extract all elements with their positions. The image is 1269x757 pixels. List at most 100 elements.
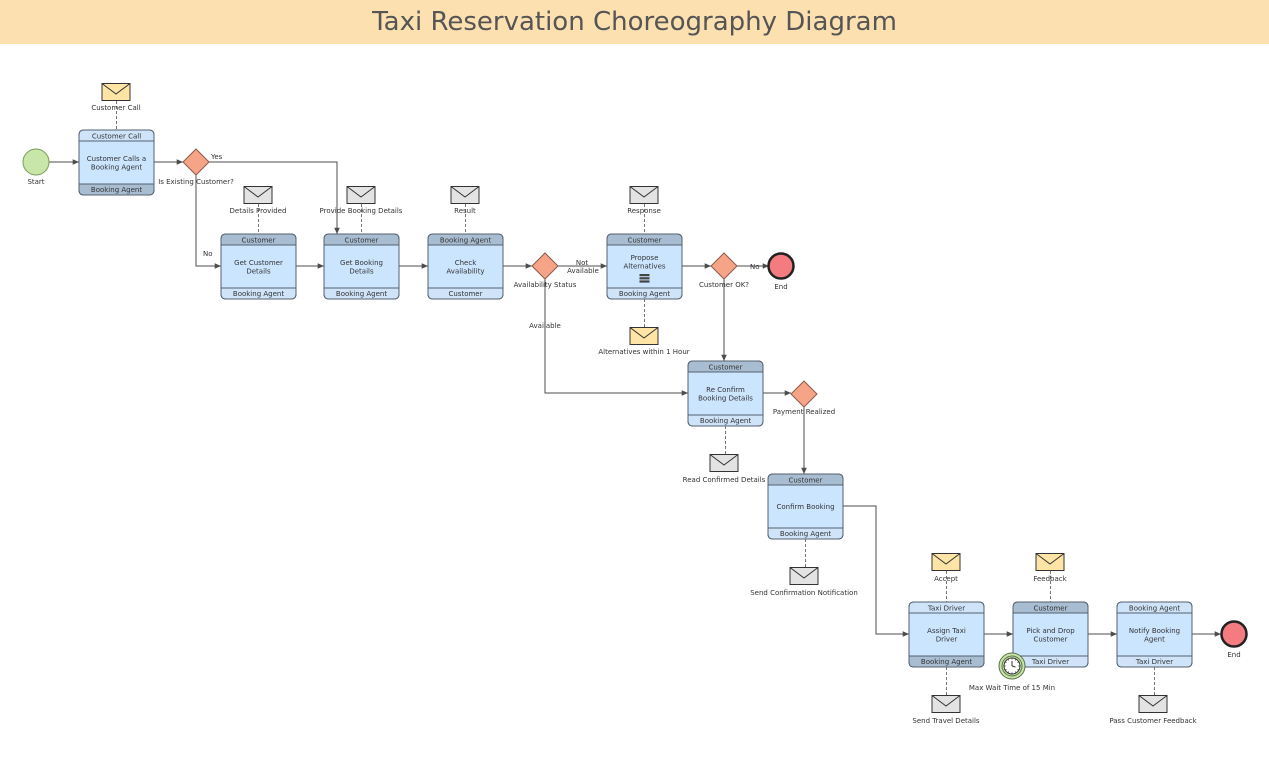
task-participant-label: Booking Agent	[233, 290, 284, 298]
message-label-m8: Send Confirmation Notification	[750, 589, 858, 597]
task-top-band	[220, 233, 297, 246]
svg-text:Details: Details	[349, 267, 374, 275]
task-initiator-label: Customer	[708, 364, 742, 372]
task-participant-label: Taxi Driver	[1031, 658, 1069, 666]
message-label-m12: Pass Customer Feedback	[1109, 717, 1197, 725]
end-event-end1	[767, 252, 795, 280]
flow-label-yes: Yes	[210, 153, 223, 161]
gateway-label-g1: Is Existing Customer?	[158, 178, 234, 186]
task-bottom-band	[323, 287, 400, 300]
task-participant-label: Booking Agent	[336, 290, 387, 298]
task-initiator-label: Customer Call	[92, 133, 141, 141]
envelope-icon-m10	[931, 695, 961, 713]
start-event	[22, 148, 50, 176]
title-banner: Taxi Reservation Choreography Diagram	[0, 0, 1269, 44]
flow-label-no2: No	[750, 263, 760, 271]
task-top-band	[908, 601, 985, 614]
envelope-icon-m11	[1035, 553, 1065, 571]
task-bottom-band	[1116, 655, 1193, 668]
task-bottom-band	[78, 183, 155, 196]
svg-text:Re Confirm: Re Confirm	[706, 386, 745, 394]
event-label-end2: End	[1227, 651, 1240, 659]
task-participant-label: Booking Agent	[700, 417, 751, 425]
gateway-label-g3: Customer OK?	[699, 281, 749, 289]
message-label-m7: Read Confirmed Details	[683, 476, 766, 484]
exclusive-gateway-g1	[182, 148, 210, 176]
event-label-timer: Max Wait Time of 15 Min	[969, 684, 1055, 692]
task-top-band	[767, 473, 844, 486]
svg-text:Propose: Propose	[631, 254, 659, 262]
task-name: Confirm Booking	[776, 503, 834, 511]
task-initiator-label: Booking Agent	[440, 237, 491, 245]
message-label-m9: Accept	[934, 575, 958, 583]
svg-text:Agent: Agent	[1144, 635, 1165, 643]
envelope-icon-m6	[629, 327, 659, 345]
exclusive-gateway-g4	[790, 380, 818, 408]
diagram-title: Taxi Reservation Choreography Diagram	[372, 7, 897, 37]
task-initiator-label: Taxi Driver	[927, 605, 965, 613]
task-initiator-label: Customer	[627, 237, 661, 245]
svg-text:Get Booking: Get Booking	[340, 259, 383, 267]
task-initiator-label: Customer	[788, 477, 822, 485]
svg-text:Customer: Customer	[1033, 635, 1067, 643]
svg-text:Booking Agent: Booking Agent	[91, 163, 142, 171]
sequence-flow-g2-t6-available	[544, 279, 688, 396]
task-bottom-band	[687, 414, 764, 427]
sequence-flows	[47, 159, 1221, 637]
sequence-flow-g1-t3-yes	[209, 161, 340, 234]
svg-text:Details: Details	[246, 267, 271, 275]
message-label-m4: Result	[454, 207, 476, 215]
timer-event-icon	[998, 652, 1026, 680]
message-label-m1: Customer Call	[91, 104, 140, 112]
exclusive-gateway-g3	[710, 252, 738, 280]
flow-label-not_available_1: Not	[576, 259, 589, 267]
envelope-icon-m2	[243, 186, 273, 204]
envelope-icon-m12	[1138, 695, 1168, 713]
task-top-band	[78, 129, 155, 142]
task-participant-label: Taxi Driver	[1135, 658, 1173, 666]
sequence-flow-g1-t2-no	[195, 175, 221, 269]
svg-text:Notify Booking: Notify Booking	[1129, 627, 1180, 635]
message-label-m10: Send Travel Details	[912, 717, 980, 725]
diagram-labels: Is Existing Customer?Availability Status…	[27, 104, 1240, 725]
envelope-icon-m9	[931, 553, 961, 571]
envelope-icon-m3	[346, 186, 376, 204]
svg-text:Get Customer: Get Customer	[234, 259, 283, 267]
message-label-m5: Response	[627, 207, 661, 215]
event-label-end1: End	[774, 283, 787, 291]
task-participant-label: Booking Agent	[921, 658, 972, 666]
envelope-icon-m4	[450, 186, 480, 204]
task-participant-label: Booking Agent	[91, 186, 142, 194]
svg-text:Driver: Driver	[936, 635, 958, 643]
envelope-icon-m7	[709, 454, 739, 472]
svg-text:Customer Calls a: Customer Calls a	[87, 155, 146, 163]
svg-text:Assign Taxi: Assign Taxi	[927, 627, 966, 635]
task-top-band	[323, 233, 400, 246]
task-initiator-label: Booking Agent	[1129, 605, 1180, 613]
task-bottom-band	[767, 527, 844, 540]
task-initiator-label: Customer	[241, 237, 275, 245]
exclusive-gateway-g2	[531, 252, 559, 280]
envelope-icon-m8	[789, 567, 819, 585]
task-participant-label: Customer	[448, 290, 482, 298]
task-top-band	[606, 233, 683, 246]
